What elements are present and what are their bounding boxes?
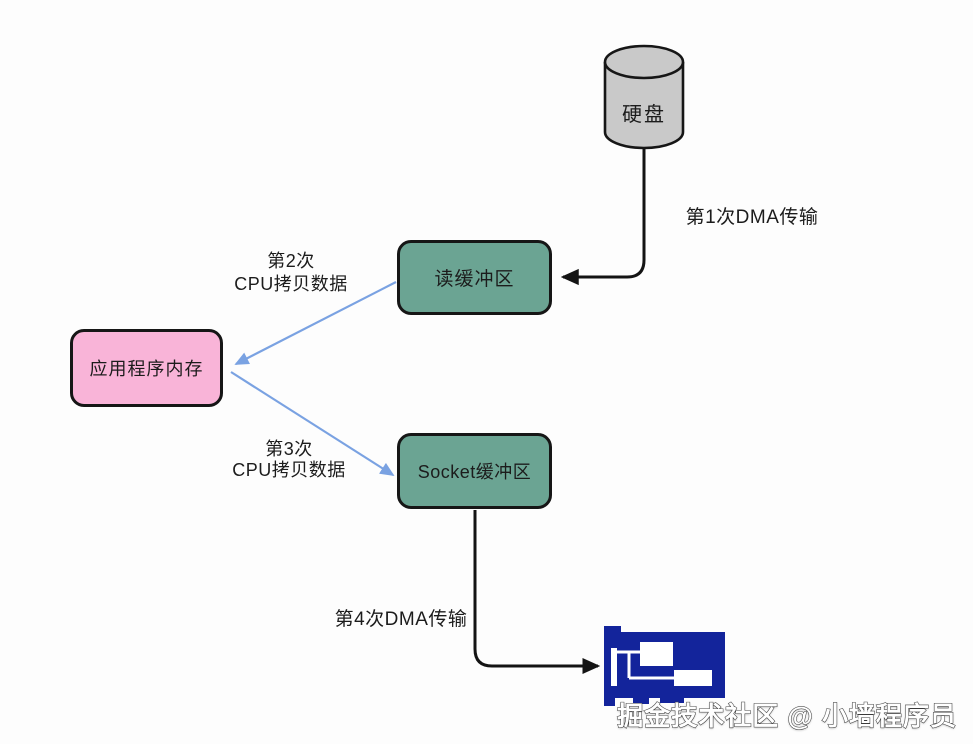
edge-cpu3-label-line2: CPU拷贝数据	[232, 460, 346, 480]
edge-dma4-label: 第4次DMA传输	[334, 609, 468, 630]
edge-cpu3-label: 第3次 CPU拷贝数据	[221, 439, 357, 481]
node-app-memory-label: 应用程序内存	[89, 359, 204, 379]
node-app-memory: 应用程序内存	[70, 329, 223, 407]
edge-cpu2-arrow	[234, 281, 397, 365]
hard-disk-cylinder	[603, 44, 685, 150]
watermark-text: 掘金技术社区 @ 小墙程序员	[617, 700, 957, 731]
edge-cpu2-label-line2: CPU拷贝数据	[234, 274, 348, 294]
edge-cpu3-arrow	[230, 371, 395, 476]
edge-dma1-label: 第1次DMA传输	[685, 207, 819, 228]
edge-dma4-arrow	[473, 510, 601, 675]
edge-dma1-arrow	[560, 148, 646, 286]
node-read-buffer: 读缓冲区	[397, 240, 552, 315]
network-card-icon	[604, 626, 725, 706]
edge-cpu3-label-line1: 第3次	[265, 439, 313, 459]
node-read-buffer-label: 读缓冲区	[434, 269, 515, 290]
edge-cpu2-label: 第2次 CPU拷贝数据	[223, 250, 359, 296]
node-socket-buffer: Socket缓冲区	[397, 433, 552, 509]
node-socket-buffer-label: Socket缓冲区	[417, 462, 532, 482]
hard-disk-label: 硬盘	[622, 104, 666, 126]
edge-cpu2-label-line1: 第2次	[267, 251, 315, 271]
